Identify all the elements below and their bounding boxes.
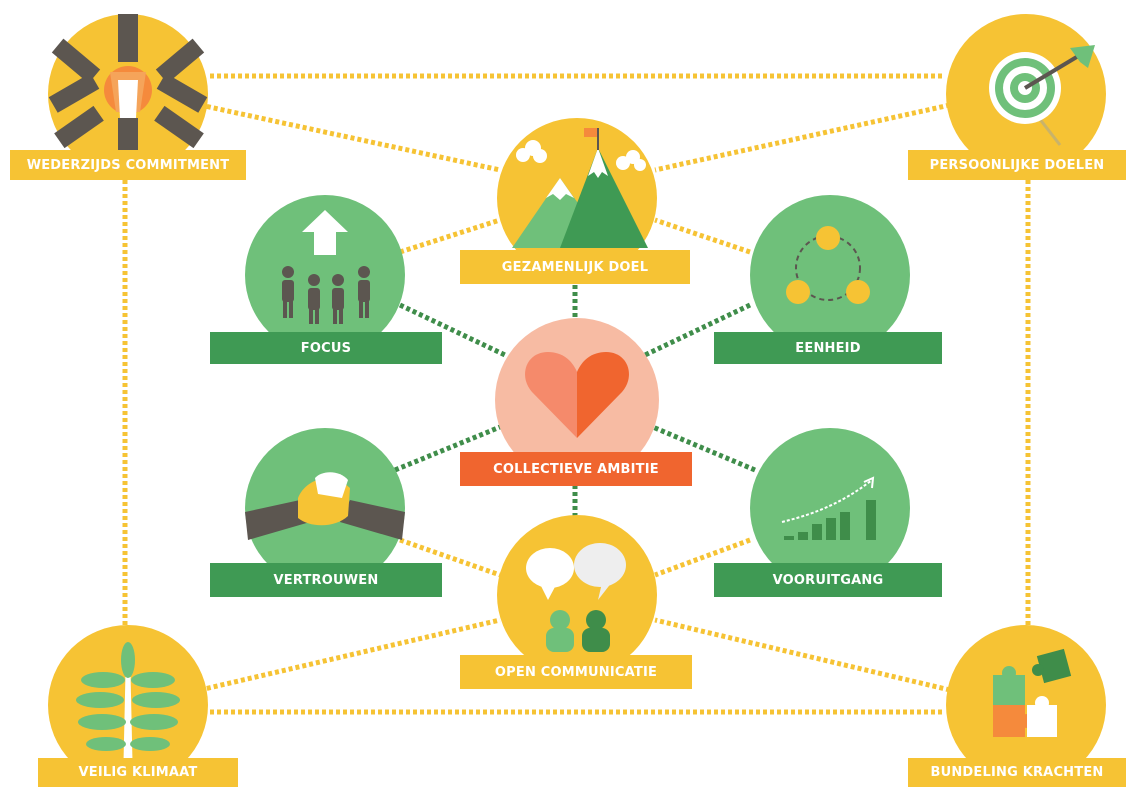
heart-icon xyxy=(525,352,629,438)
target-arrow-icon xyxy=(989,45,1095,146)
connector-focus-doel xyxy=(399,217,501,255)
connector-center-vooruitgang xyxy=(647,422,756,473)
vertrouwen-label: VERTROUWEN xyxy=(210,563,442,597)
handshake-icon xyxy=(245,472,405,540)
connector-klimaat-communicatie xyxy=(199,617,501,693)
collectieve-ambitie-label: COLLECTIEVE AMBITIE xyxy=(460,452,692,486)
connector-vertrouwen-communicatie xyxy=(399,537,501,578)
veilig-klimaat-label: VEILIG KLIMAAT xyxy=(38,758,238,787)
connector-center-vertrouwen xyxy=(394,422,506,473)
vooruitgang-label: VOORUITGANG xyxy=(714,563,942,597)
connected-circles-icon xyxy=(786,226,870,304)
mountain-flag-icon xyxy=(512,128,648,248)
vooruitgang-circle xyxy=(750,428,910,588)
focus-label: FOCUS xyxy=(210,332,442,364)
connector-center-focus xyxy=(398,302,507,358)
hands-together-icon xyxy=(48,14,208,152)
gezamenlijk-doel-label: GEZAMENLIJK DOEL xyxy=(460,250,690,284)
connector-commitment-doel xyxy=(199,102,501,173)
connector-vooruitgang-communicatie xyxy=(654,537,751,578)
speech-bubbles-icon xyxy=(526,543,626,652)
eenheid-label: EENHEID xyxy=(714,332,942,364)
eenheid-circle xyxy=(750,195,910,355)
growth-chart-icon xyxy=(781,476,876,540)
wederzijds-commitment-label: WEDERZIJDS COMMITMENT xyxy=(10,150,246,180)
connector-doelen-doel xyxy=(654,102,951,173)
plant-icon xyxy=(76,642,180,785)
bundeling-krachten-label: BUNDELING KRACHTEN xyxy=(908,758,1126,787)
open-communicatie-circle xyxy=(497,515,657,675)
puzzle-icon xyxy=(993,648,1072,737)
connector-krachten-communicatie xyxy=(654,617,951,693)
connector-center-eenheid xyxy=(643,302,752,358)
connector-eenheid-doel xyxy=(654,217,751,255)
people-arrow-icon xyxy=(282,210,370,324)
connectors xyxy=(122,73,1031,715)
persoonlijke-doelen-label: PERSOONLIJKE DOELEN xyxy=(908,150,1126,180)
open-communicatie-label: OPEN COMMUNICATIE xyxy=(460,655,692,689)
